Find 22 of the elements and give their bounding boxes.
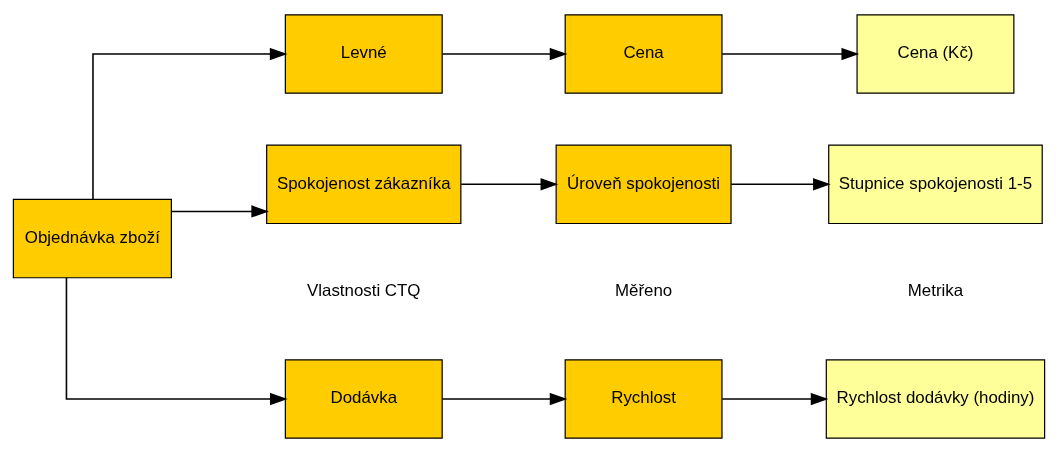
node-box: Spokojenost zákazníka	[266, 144, 462, 225]
arrow	[441, 47, 568, 61]
node-box: Levné	[284, 14, 443, 94]
label: Vlastnosti CTQ	[307, 281, 421, 301]
arrow	[721, 392, 829, 406]
arrow	[730, 178, 831, 191]
node-box: Cena	[564, 14, 723, 94]
node-box: Stupnice spokojenosti 1-5	[828, 144, 1043, 225]
arrow	[721, 47, 860, 61]
node-box: Cena (Kč)	[856, 14, 1015, 94]
node-box: Dodávka	[284, 359, 443, 439]
arrow	[170, 205, 269, 218]
node-box: Úroveň spokojenosti	[555, 144, 732, 225]
label: Metrika	[907, 281, 964, 301]
label: Měřeno	[614, 281, 673, 301]
node-box: Rychlost dodávky (hodiny)	[825, 359, 1046, 439]
node-box: Rychlost	[564, 359, 723, 439]
arrow	[65, 277, 288, 406]
node-box: Objednávka zboží	[12, 198, 172, 279]
arrow	[441, 392, 568, 406]
arrow	[460, 178, 559, 191]
arrow	[92, 47, 288, 200]
